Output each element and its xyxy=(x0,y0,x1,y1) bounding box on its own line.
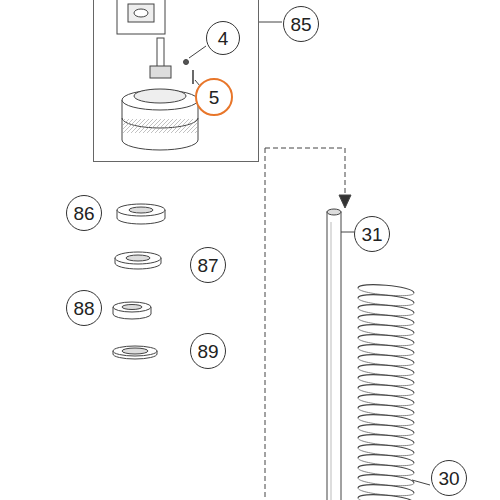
ball xyxy=(184,60,189,65)
callout-circle: 30 xyxy=(431,460,467,496)
washer-88 xyxy=(113,302,151,319)
callout-circle: 4 xyxy=(206,21,240,55)
washer-87 xyxy=(115,252,161,269)
piston-top xyxy=(122,90,198,110)
rod-end xyxy=(327,209,341,215)
callout-number: 30 xyxy=(438,469,459,488)
leader-line xyxy=(412,480,430,485)
assembly-arrow xyxy=(339,195,351,208)
upper-part-core xyxy=(128,4,154,22)
callout-circle: 86 xyxy=(66,195,102,231)
callout-circle: 87 xyxy=(190,247,226,283)
rod xyxy=(327,212,341,500)
callout-circle: 88 xyxy=(66,290,102,326)
callout-number: 85 xyxy=(290,15,311,34)
leader-line xyxy=(189,46,206,58)
leader-line xyxy=(258,22,282,23)
callout-circle: 89 xyxy=(190,333,226,369)
piston-valve xyxy=(134,89,186,103)
piston-nut xyxy=(150,66,171,78)
piston-ring-texture xyxy=(123,119,197,133)
small-spring xyxy=(192,70,194,84)
callout-number: 86 xyxy=(73,204,94,223)
spring-coil xyxy=(358,498,414,500)
callout-number: 5 xyxy=(209,88,220,107)
washer-86 xyxy=(117,204,165,224)
rod-shade xyxy=(331,222,332,500)
upper-part-bore xyxy=(134,9,148,17)
upper-part xyxy=(117,0,165,34)
callout-number: 4 xyxy=(218,29,229,48)
callout-number: 87 xyxy=(197,256,218,275)
callout-circle: 85 xyxy=(283,6,319,42)
callout-number: 31 xyxy=(361,225,382,244)
main-spring xyxy=(358,285,414,500)
callout-number: 88 xyxy=(73,299,94,318)
spring-coil xyxy=(358,495,414,500)
callout-circle: 5 xyxy=(195,78,233,116)
assembly-frame: 8545 xyxy=(93,0,259,162)
callout-circle: 31 xyxy=(354,216,390,252)
callout-number: 89 xyxy=(197,342,218,361)
leader-line xyxy=(341,232,354,233)
washer-89 xyxy=(113,346,157,359)
